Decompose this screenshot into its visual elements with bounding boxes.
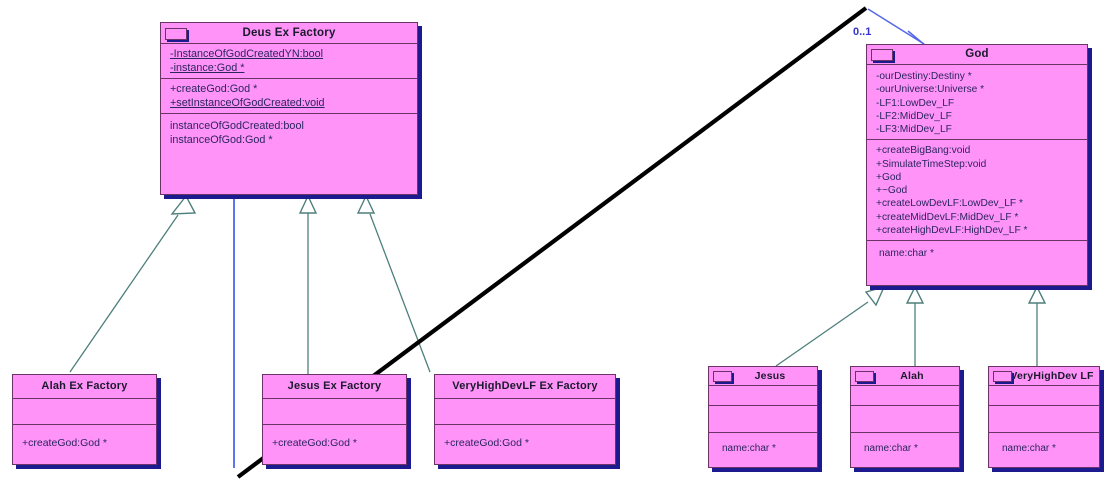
attributes-compartment [989,385,1099,405]
property-row: instanceOfGod:God * [170,134,273,147]
operations-compartment: +createBigBang:void +SimulateTimeStep:vo… [867,139,1087,240]
operation-row: +SimulateTimeStep:void [876,158,987,170]
operation-row: +createBigBang:void [876,145,971,157]
class-box-god[interactable]: God -ourDestiny:Destiny * -ourUniverse:U… [866,44,1088,286]
attribute-row: -ourDestiny:Destiny * [876,71,972,82]
attributes-compartment [709,385,817,405]
operation-row: +createLowDevLF:LowDev_LF * [876,198,1023,210]
operations-compartment: +createGod:God * [13,424,156,454]
operations-compartment [851,405,959,432]
property-row: name:char * [864,443,918,454]
attribute-row: -LF2:MidDev_LF [876,110,952,122]
operations-compartment: +createGod:God * [435,424,615,454]
attribute-row: -LF1:LowDev_LF [876,97,955,109]
generalization-alah-to-god [905,285,925,366]
class-marker-icon [871,49,893,61]
attribute-row: -ourUniverse:Universe * [876,84,985,96]
class-title-veryhighdev-lf: VeryHighDev LF [1010,370,1094,382]
class-title-jesus-ex-factory: Jesus Ex Factory [287,380,382,392]
class-box-veryhighdevlf-ex-factory[interactable]: VeryHighDevLF Ex Factory +createGod:God … [434,374,616,465]
class-box-alah[interactable]: Alah name:char * [850,366,960,468]
generalization-vhdlf-factory-to-deus [356,194,431,373]
attribute-row: -LF3:MidDev_LF [876,124,952,135]
properties-compartment: name:char * [851,432,959,458]
class-box-alah-ex-factory[interactable]: Alah Ex Factory +createGod:God * [12,374,157,465]
class-box-jesus[interactable]: Jesus name:char * [708,366,818,468]
property-row: name:char * [879,248,934,259]
properties-compartment: name:char * [709,432,817,458]
class-marker-icon [165,28,187,40]
operations-compartment: +createGod:God * +setInstanceOfGodCreate… [161,78,417,113]
generalization-jesus-factory-to-deus [298,194,318,374]
attribute-row: -InstanceOfGodCreatedYN:bool [170,48,324,60]
generalization-jesus-to-god [775,285,886,367]
operation-row: +createGod:God * [444,437,529,449]
multiplicity-label-0-1: 0..1 [853,26,872,38]
class-title-alah: Alah [900,370,924,382]
class-marker-icon [855,371,874,382]
attributes-compartment [851,385,959,405]
generalization-alah-factory-to-deus [69,194,197,373]
operations-compartment: +createGod:God * [263,424,406,454]
class-box-deus-ex-factory[interactable]: Deus Ex Factory -InstanceOfGodCreatedYN:… [160,22,418,195]
properties-compartment: name:char * [989,432,1099,458]
property-row: name:char * [1002,443,1056,454]
attributes-compartment [263,398,406,424]
operation-row: +createMidDevLF:MidDev_LF * [876,211,1019,223]
operation-row: +~God [876,185,908,196]
property-row: name:char * [722,443,776,454]
attributes-compartment [435,398,615,424]
generalization-vhdlf-to-god [1027,285,1047,366]
operation-row: +createHighDevLF:HighDev_LF * [876,224,1028,236]
class-marker-icon [713,371,732,382]
attributes-compartment: -InstanceOfGodCreatedYN:bool -instance:G… [161,43,417,78]
attributes-compartment: -ourDestiny:Destiny * -ourUniverse:Unive… [867,64,1087,139]
property-row: instanceOfGodCreated:bool [170,120,304,133]
class-title-deus-ex-factory: Deus Ex Factory [242,27,336,39]
attribute-row: -instance:God * [170,62,245,75]
properties-compartment: name:char * [867,240,1087,263]
attributes-compartment [13,398,156,424]
association-arrow-to-god [867,8,928,49]
class-title-god: God [965,48,989,60]
operations-compartment [709,405,817,432]
operation-row: +setInstanceOfGodCreated:void [170,97,325,110]
operation-row: +createGod:God * [22,437,107,449]
operation-row: +God [876,171,902,183]
class-marker-icon [993,371,1012,382]
operation-row: +createGod:God * [170,83,258,96]
operations-compartment [989,405,1099,432]
class-box-jesus-ex-factory[interactable]: Jesus Ex Factory +createGod:God * [262,374,407,465]
class-box-veryhighdev-lf[interactable]: VeryHighDev LF name:char * [988,366,1100,468]
class-title-veryhighdevlf-ex-factory: VeryHighDevLF Ex Factory [452,380,598,392]
operation-row: +createGod:God * [272,437,357,449]
class-title-alah-ex-factory: Alah Ex Factory [41,380,128,392]
properties-compartment: instanceOfGodCreated:bool instanceOfGod:… [161,113,417,150]
